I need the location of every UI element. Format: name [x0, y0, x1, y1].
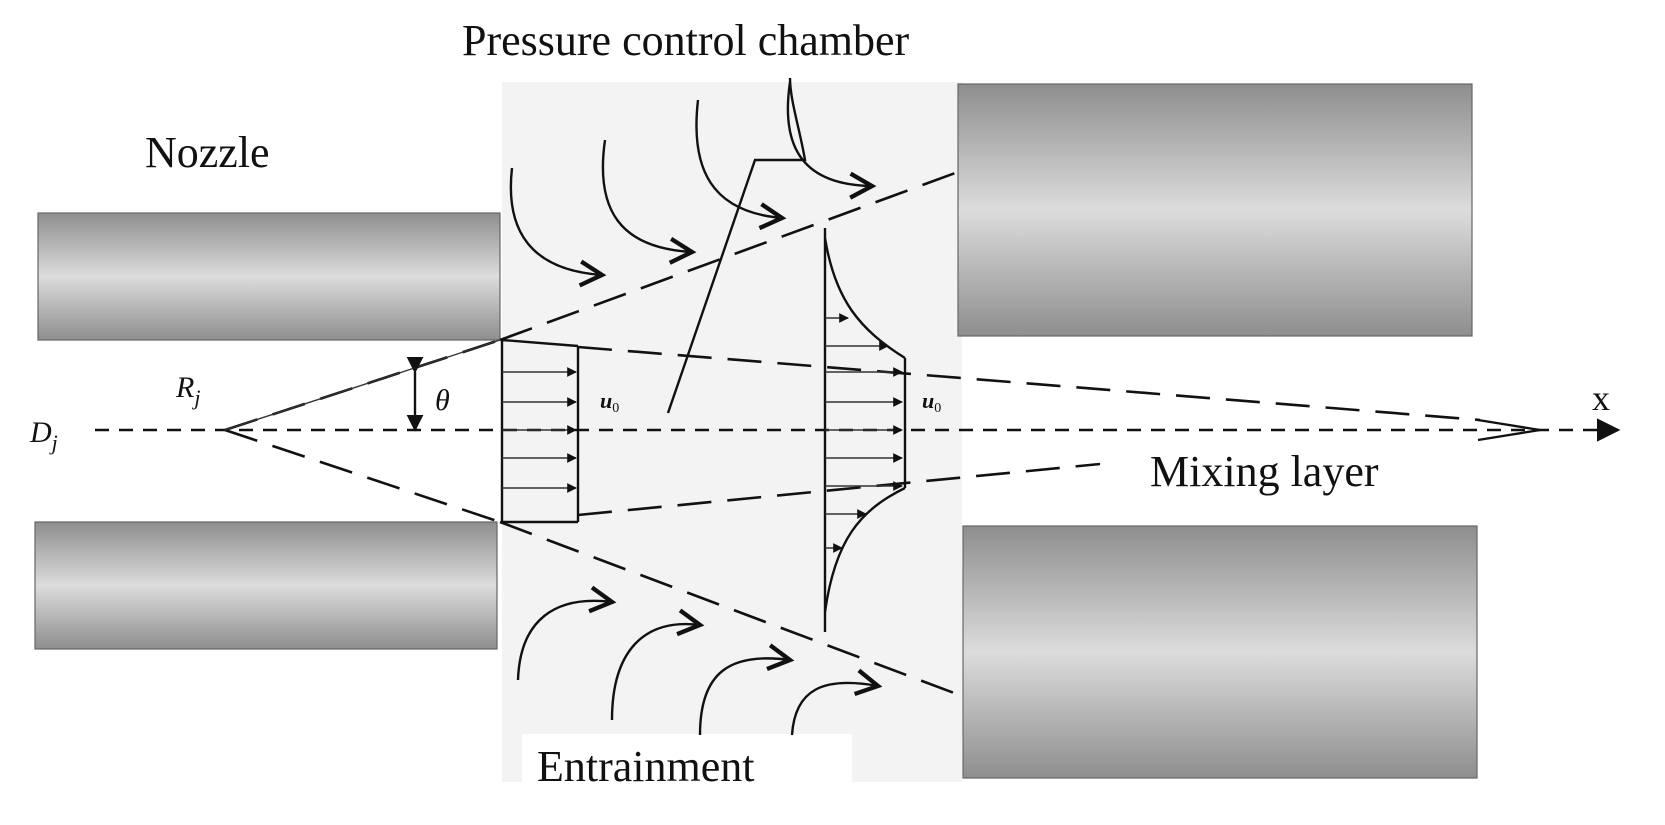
nozzle-upper-wall	[37, 212, 501, 341]
potential-core-tip	[1477, 418, 1541, 432]
chamber-upper-wall	[957, 83, 1473, 337]
pressure-chamber-region	[502, 82, 962, 782]
downstream-profile-upper-curve	[823, 237, 906, 360]
chamber-leader-line	[666, 77, 807, 414]
rj-main: R	[175, 371, 194, 404]
downstream-velocity-label: u0	[922, 388, 941, 416]
dj-sub: j	[49, 430, 58, 455]
mixing-layer-label: Mixing layer	[1150, 447, 1379, 496]
entrainment-arrow-down-3	[698, 643, 795, 736]
rj-label: Rj	[175, 371, 200, 410]
inlet-velocity-label: u0	[600, 388, 619, 416]
mixing-layer-lower-bound	[499, 520, 963, 698]
entrainment-label-background	[522, 734, 852, 794]
theta-label: θ	[435, 384, 450, 417]
dj-label: Dj	[29, 416, 58, 455]
downstream-velocity-main: u	[922, 388, 934, 413]
rj-sub: j	[191, 385, 200, 410]
entrainment-label: Entrainment	[537, 742, 755, 791]
entrainment-arrow-up-2	[601, 139, 697, 265]
inlet-velocity-arrows	[502, 367, 577, 493]
downstream-velocity-sub: 0	[934, 401, 941, 416]
entrainment-arrow-down-2	[610, 608, 705, 721]
inlet-velocity-main: u	[600, 388, 612, 413]
core-cone-ref	[224, 339, 501, 431]
mixing-layer-upper-bound	[499, 170, 959, 342]
lower-entrainment-arrows	[516, 585, 883, 736]
nozzle-label: Nozzle	[145, 128, 270, 177]
inlet-profile-top	[501, 338, 579, 348]
downstream-velocity-arrows	[825, 313, 903, 553]
entrainment-arrow-down-1	[516, 585, 617, 681]
pressure-control-chamber-label: Pressure control chamber	[462, 16, 910, 65]
x-axis-label: x	[1592, 378, 1610, 418]
entrainment-arrow-down-4	[790, 668, 883, 736]
entrainment-arrow-up-4	[786, 81, 877, 200]
core-cone-lower	[224, 428, 501, 524]
inlet-velocity-sub: 0	[612, 401, 619, 416]
dj-main: D	[29, 416, 52, 449]
chamber-lower-wall	[962, 525, 1478, 779]
potential-core-tip-lower	[1477, 428, 1541, 442]
potential-core-lower	[577, 462, 1101, 517]
potential-core-upper	[577, 345, 1481, 422]
downstream-profile-lower-curve	[823, 486, 906, 613]
entrainment-arrow-up-3	[695, 99, 787, 231]
entrainment-arrow-up-1	[509, 167, 607, 288]
nozzle-lower-wall	[34, 521, 498, 650]
upper-entrainment-arrows	[509, 81, 877, 288]
